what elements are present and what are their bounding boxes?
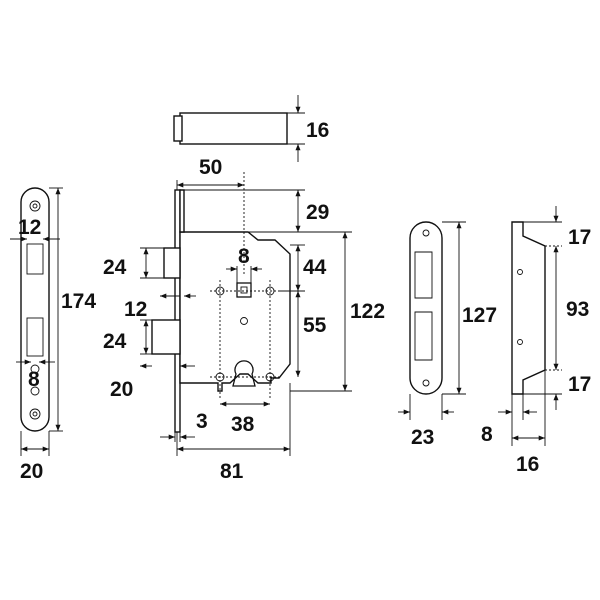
dim-forend-length: 174 bbox=[61, 290, 96, 313]
dim-box-height: 93 bbox=[566, 298, 589, 321]
dim-top-to-follower: 29 bbox=[306, 201, 329, 224]
dim-latch-gap: 12 bbox=[124, 298, 147, 321]
dim-box-top: 17 bbox=[568, 226, 591, 249]
strike-plate bbox=[398, 221, 466, 420]
dim-strike-length: 127 bbox=[462, 304, 497, 327]
dim-latch-height: 24 bbox=[103, 256, 127, 279]
dim-box-lip: 8 bbox=[481, 423, 493, 446]
dim-forend-width-top: 12 bbox=[18, 216, 41, 239]
dim-follower-to-cylinder-top: 44 bbox=[303, 256, 327, 279]
lock-case bbox=[151, 172, 291, 433]
dim-case-thickness: 3 bbox=[196, 410, 208, 433]
spindle-pin bbox=[173, 95, 305, 162]
case-dimension-lines bbox=[140, 180, 352, 456]
dim-box-depth: 16 bbox=[516, 453, 539, 476]
dim-forend-hole: 8 bbox=[28, 368, 40, 391]
dim-forend-width: 20 bbox=[20, 460, 43, 483]
dim-box-bottom: 17 bbox=[568, 373, 591, 396]
dim-pin-diameter: 16 bbox=[306, 119, 329, 142]
dim-strike-width: 23 bbox=[411, 426, 434, 449]
strike-box bbox=[498, 206, 562, 446]
dim-follower-size: 8 bbox=[238, 245, 250, 268]
dim-backset: 50 bbox=[199, 156, 222, 179]
dim-bolt-height: 24 bbox=[103, 330, 127, 353]
dim-follower-to-cylinder: 55 bbox=[303, 314, 327, 337]
dim-cylinder-offset: 38 bbox=[231, 413, 255, 436]
dim-case-height: 122 bbox=[350, 300, 385, 323]
dim-forend-offset: 20 bbox=[110, 378, 133, 401]
dim-case-depth: 81 bbox=[220, 460, 244, 483]
forend-plate bbox=[10, 187, 63, 456]
